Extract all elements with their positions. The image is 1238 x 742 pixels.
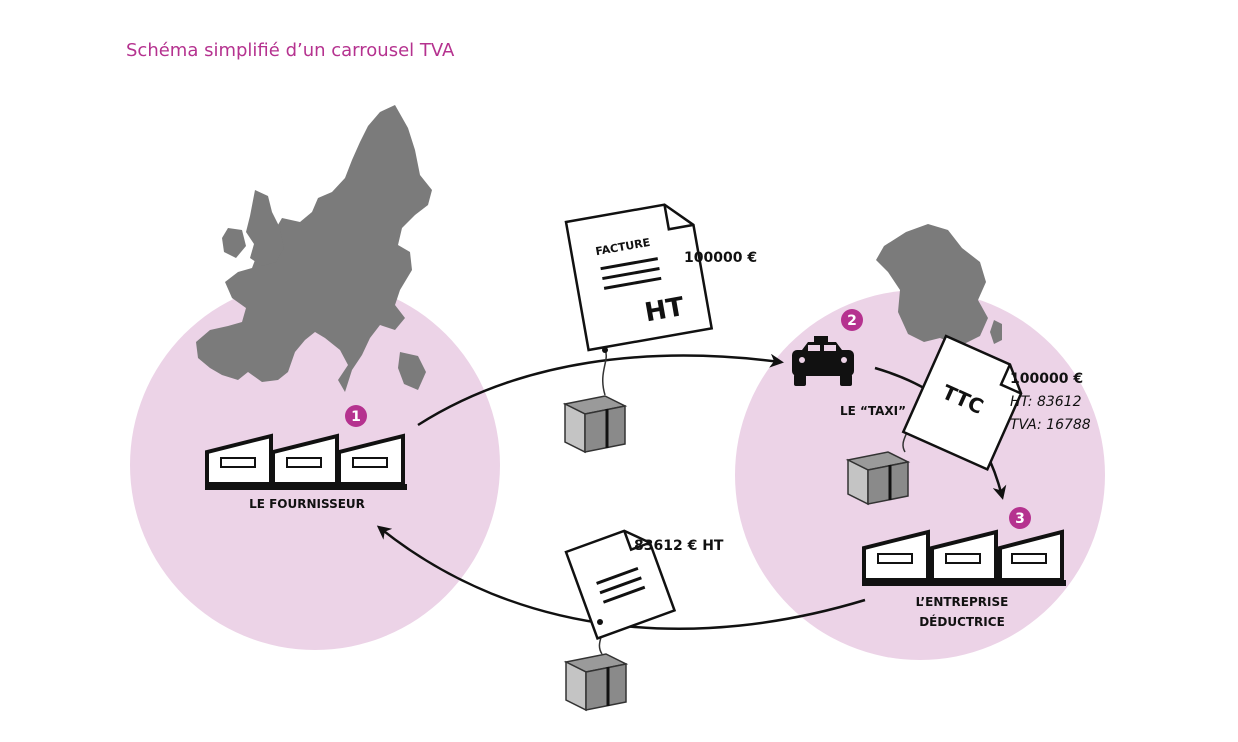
taxi-icon: [792, 336, 854, 386]
supplier-label: LE FOURNISSEUR: [249, 497, 365, 511]
invoice-icon: FACTURE HT: [564, 203, 714, 352]
taxi-number: 2: [847, 313, 857, 329]
factory-icon: [862, 529, 1066, 586]
supplier-number: 1: [351, 409, 361, 425]
france-map-icon: [876, 224, 988, 346]
ireland-map-icon: [222, 228, 246, 258]
invoice-ttc-tva: TVA: 16788: [1010, 417, 1091, 433]
company-number: 3: [1015, 511, 1025, 527]
diagram-title: Schéma simplifié d’un carrousel TVA: [126, 40, 455, 61]
badge-icon: 2: [841, 309, 863, 331]
parcel-icon: [845, 451, 911, 506]
invoice-ttc-ht: HT: 83612: [1010, 394, 1082, 410]
taxi-label: LE “TAXI”: [840, 404, 906, 418]
invoice-ht-amount: 100000 €: [684, 250, 757, 266]
company-label-line2: DÉDUCTRICE: [919, 614, 1005, 629]
parcel-icon: [562, 395, 628, 454]
company-label-line1: L’ENTREPRISE: [916, 595, 1009, 609]
europe-map-icon: [196, 105, 432, 392]
badge-icon: 3: [1009, 507, 1031, 529]
invoice-hole: [602, 347, 608, 353]
factory-icon: [205, 433, 407, 490]
invoice-icon: [564, 529, 677, 641]
return-amount: 83612 € HT: [634, 538, 724, 554]
invoice-tag-ht: HT: [643, 292, 687, 328]
invoice-ttc-amount: 100000 €: [1010, 371, 1083, 387]
invoice-icon: TTC: [901, 334, 1023, 471]
britain-map-icon: [246, 190, 284, 266]
badge-icon: 1: [345, 405, 367, 427]
greece-map-icon: [398, 352, 426, 390]
flow-arrow-supplier-to-taxi: [417, 353, 784, 427]
invoice-hole: [597, 619, 603, 625]
parcel-icon: [563, 653, 629, 712]
corsica-map-icon: [990, 320, 1002, 344]
parcel-string: [602, 349, 607, 396]
